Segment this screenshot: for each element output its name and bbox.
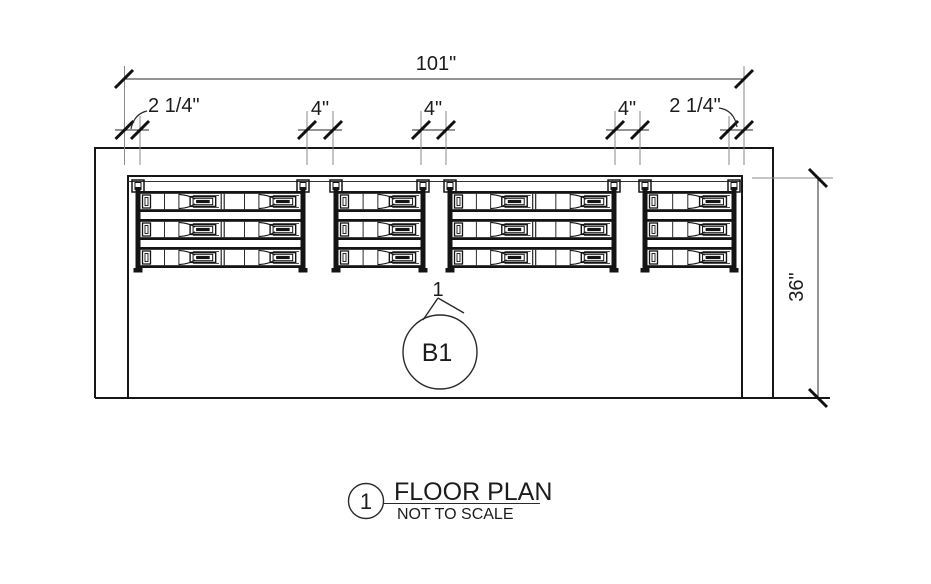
leader-left-offset xyxy=(130,110,148,130)
dim-gap-2: 4" xyxy=(424,98,442,120)
shelf-unit-groups xyxy=(131,179,741,273)
shelf-unit-group xyxy=(638,179,741,273)
dim-overall-width: 101" xyxy=(416,53,456,75)
leader-right-offset xyxy=(718,107,738,128)
room-walls xyxy=(94,147,830,399)
detail-number-circle xyxy=(347,482,385,520)
dim-left-offset: 2 1/4" xyxy=(148,95,200,117)
dim-gap-1: 4" xyxy=(311,98,329,120)
shelf-unit-group xyxy=(329,179,430,273)
keynote-callout: 1 B1 xyxy=(402,279,478,390)
title-block: 1 FLOOR PLAN NOT TO SCALE xyxy=(347,478,552,523)
shelf-unit-group xyxy=(131,179,310,273)
keynote-number: 1 xyxy=(432,279,443,301)
detail-number: 1 xyxy=(360,489,372,514)
shelf-unit-group xyxy=(443,179,621,273)
view-title: FLOOR PLAN xyxy=(394,478,552,506)
wall-inner-outline xyxy=(127,175,743,398)
scale-note: NOT TO SCALE xyxy=(397,506,513,523)
keynote-tag: B1 xyxy=(422,339,453,367)
keynote-balloon-circle xyxy=(402,314,478,390)
wall-outer-outline xyxy=(94,147,774,398)
dimension-ticks xyxy=(113,68,829,409)
dimension-annotations: 101" 2 1/4" 4" 4" 4" 2 1/4" 36" xyxy=(113,53,833,409)
keynote-pennant xyxy=(422,297,465,321)
dim-gap-3: 4" xyxy=(618,98,636,120)
dim-right-offset: 2 1/4" xyxy=(669,95,721,117)
dim-wall-depth: 36" xyxy=(786,272,808,301)
